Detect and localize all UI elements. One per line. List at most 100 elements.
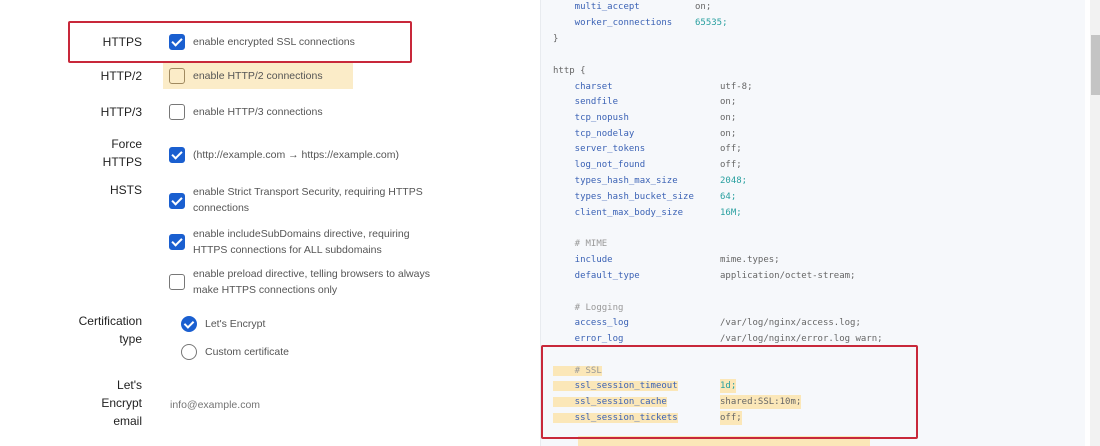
code-line: tcp_nopush — [553, 111, 629, 125]
le-email-label-3: email — [113, 414, 142, 428]
code-line: tcp_nodelay — [553, 127, 635, 141]
code-value: 1d; — [720, 379, 737, 393]
http2-checkbox[interactable] — [169, 68, 185, 84]
code-value: on; — [720, 97, 737, 107]
code-line: multi_accept — [553, 0, 640, 14]
code-line: access_log — [553, 316, 629, 330]
code-value: 16M; — [720, 208, 742, 218]
lets-encrypt-option: Let's Encrypt — [205, 318, 266, 330]
cert-type-label-2: type — [119, 332, 142, 346]
code-directive: ssl_session_cache — [553, 397, 667, 407]
code-value: 65535; — [695, 18, 728, 28]
code-directive: worker_connections — [553, 18, 673, 28]
force-https-checkbox[interactable] — [169, 147, 185, 163]
include-subdomains-checkbox[interactable] — [169, 234, 185, 250]
code-line: } — [553, 32, 558, 46]
code-value: mime.types; — [720, 255, 780, 265]
http3-label: HTTP/3 — [100, 105, 142, 119]
http2-option: enable HTTP/2 connections — [193, 70, 323, 82]
option-line: make HTTPS connections only — [193, 284, 338, 296]
code-line: # Logging — [553, 301, 624, 315]
force-https-option: (http://example.com → https://example.co… — [193, 149, 399, 161]
http2-label: HTTP/2 — [100, 69, 142, 83]
code-directive: charset — [553, 82, 613, 92]
code-value: /var/log/nginx/error.log warn; — [720, 334, 883, 344]
scrollbar-thumb[interactable] — [1091, 35, 1100, 95]
code-directive: default_type — [553, 271, 640, 281]
code-value: off; — [720, 144, 742, 154]
custom-cert-option: Custom certificate — [205, 346, 290, 358]
code-line: worker_connections — [553, 16, 673, 30]
code-value: 64; — [720, 192, 737, 202]
https-checkbox[interactable] — [169, 34, 185, 50]
code-directive: http { — [553, 66, 586, 76]
code-value: off; — [720, 411, 742, 425]
custom-cert-radio[interactable] — [181, 344, 197, 360]
force-https-label-1: Force — [111, 137, 142, 151]
code-directive: # Logging — [553, 303, 624, 313]
nginx-config-preview — [540, 0, 1085, 446]
code-value: 2048; — [720, 176, 748, 186]
https-label: HTTPS — [102, 35, 142, 49]
code-value: on; — [695, 2, 712, 12]
code-line: # MIME — [553, 237, 608, 251]
code-directive: multi_accept — [553, 2, 640, 12]
option-line: enable includeSubDomains directive, requ… — [193, 228, 410, 240]
code-directive: types_hash_bucket_size — [553, 192, 694, 202]
code-line: ssl_session_cache — [553, 395, 667, 409]
code-directive: } — [553, 34, 559, 44]
code-line: ssl_session_tickets — [553, 411, 678, 425]
hsts-option-line: connections — [193, 202, 250, 214]
le-email-input[interactable] — [170, 395, 470, 415]
code-value: off; — [720, 160, 742, 170]
code-line: sendfile — [553, 95, 618, 109]
ssl-callout — [541, 345, 918, 439]
code-value: utf-8; — [720, 82, 753, 92]
code-line: charset — [553, 80, 613, 94]
code-line: error_log — [553, 332, 624, 346]
le-email-label-1: Let's — [117, 378, 142, 392]
code-line: # SSL — [553, 364, 602, 378]
code-directive: access_log — [553, 318, 629, 328]
code-directive: ssl_session_tickets — [553, 413, 678, 423]
option-line: HTTPS connections for ALL subdomains — [193, 244, 382, 256]
http2-highlight — [163, 63, 353, 89]
code-line: http { — [553, 64, 586, 78]
code-directive: sendfile — [553, 97, 619, 107]
include-subdomains-option: enable includeSubDomains directive, requ… — [193, 226, 410, 258]
le-email-label-2: Encrypt — [101, 396, 142, 410]
code-directive: types_hash_max_size — [553, 176, 678, 186]
hsts-option-line: enable Strict Transport Security, requir… — [193, 186, 423, 198]
scrollbar[interactable] — [1090, 0, 1100, 446]
https-option: enable encrypted SSL connections — [193, 36, 355, 48]
option-line: enable preload directive, telling browse… — [193, 268, 430, 280]
cert-type-label-1: Certification — [78, 314, 142, 328]
code-line: types_hash_max_size — [553, 174, 678, 188]
code-directive: tcp_nodelay — [553, 129, 635, 139]
http3-checkbox[interactable] — [169, 104, 185, 120]
code-directive: error_log — [553, 334, 624, 344]
preload-checkbox[interactable] — [169, 274, 185, 290]
code-value: on; — [720, 113, 737, 123]
code-line: default_type — [553, 269, 640, 283]
code-line: include — [553, 253, 613, 267]
code-directive: # MIME — [553, 239, 608, 249]
lets-encrypt-radio[interactable] — [181, 316, 197, 332]
hsts-label: HSTS — [109, 183, 142, 197]
code-directive: ssl_session_timeout — [553, 381, 678, 391]
code-directive: tcp_nopush — [553, 113, 629, 123]
code-line: client_max_body_size — [553, 206, 683, 220]
code-value: shared:SSL:10m; — [720, 395, 802, 409]
code-value: /var/log/nginx/access.log; — [720, 318, 861, 328]
next-highlight-line — [578, 436, 870, 446]
code-line: ssl_session_timeout — [553, 379, 678, 393]
code-value: application/octet-stream; — [720, 271, 856, 281]
hsts-checkbox[interactable] — [169, 193, 185, 209]
force-https-label-2: HTTPS — [102, 155, 142, 169]
http3-option: enable HTTP/3 connections — [193, 106, 323, 118]
cert-type-label: Certification type — [79, 312, 142, 348]
code-line: log_not_found — [553, 158, 645, 172]
code-line: server_tokens — [553, 142, 645, 156]
